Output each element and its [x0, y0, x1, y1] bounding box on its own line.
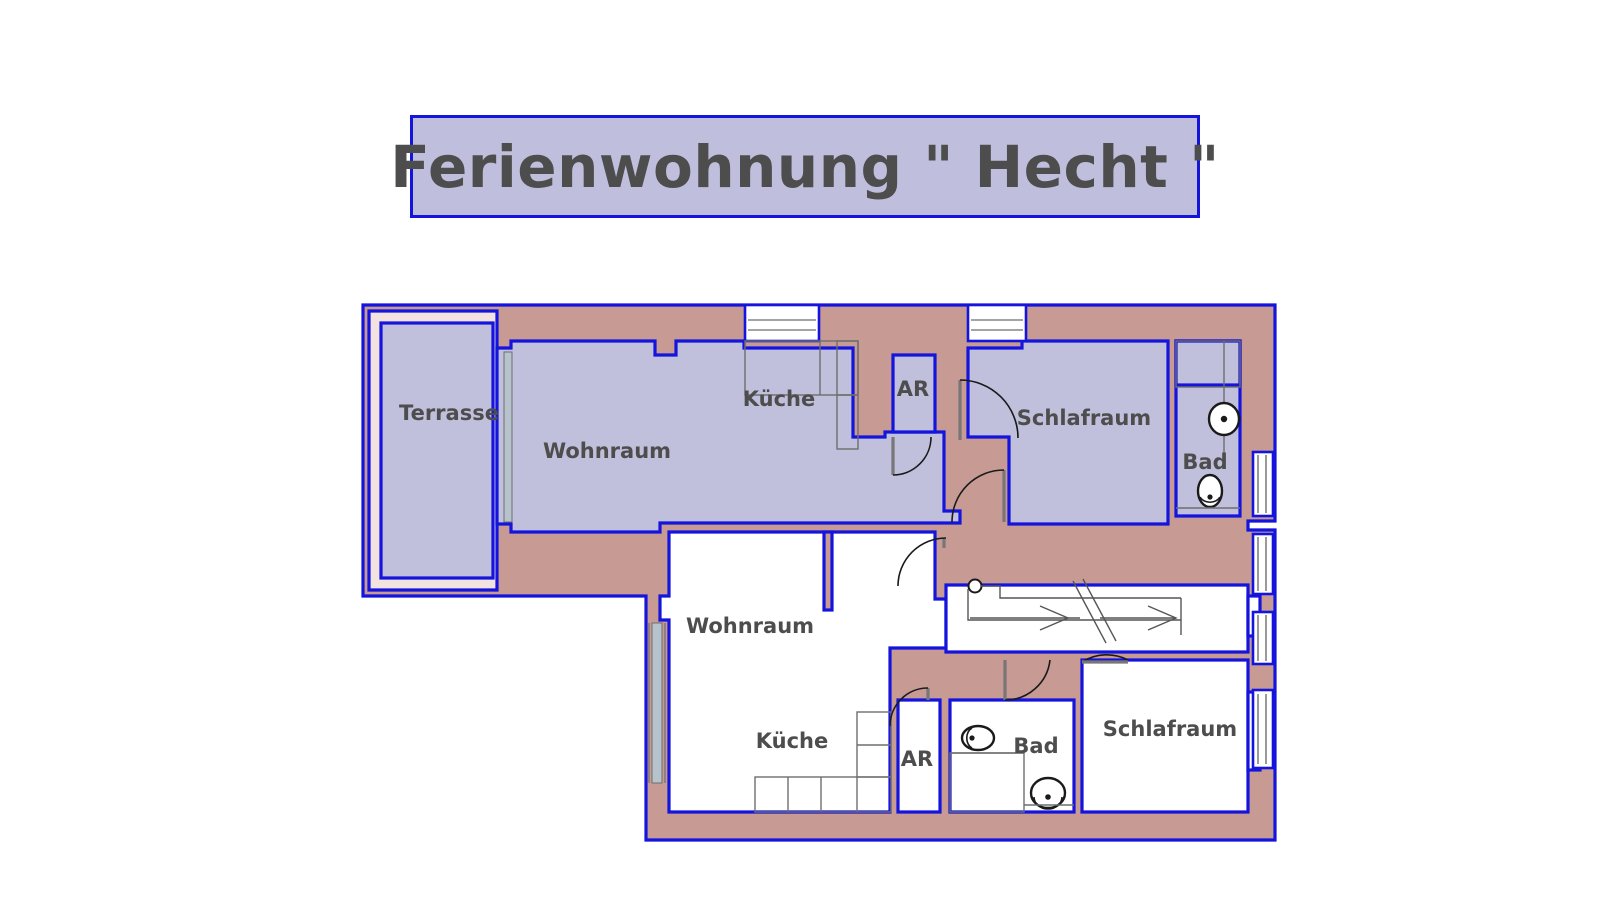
room-label-bad-lower: Bad [1013, 734, 1058, 758]
kitchen-counter-lower [754, 711, 892, 813]
room-label-terrasse-upper: Terrasse [399, 401, 499, 425]
room-label-kueche-upper: Küche [743, 387, 816, 411]
page-title: Ferienwohnung " Hecht " [390, 132, 1220, 201]
windows [503, 303, 1275, 784]
kitchen-counter-upper [744, 340, 859, 450]
room-label-ar-upper: AR [897, 377, 929, 401]
bath-fixtures-lower [949, 724, 1074, 813]
room-label-wohnraum-upper: Wohnraum [543, 439, 671, 463]
doors [889, 379, 1129, 727]
room-label-bad-upper: Bad [1182, 450, 1227, 474]
bath-fixtures-upper [1175, 340, 1241, 509]
room-label-kueche-lower: Küche [756, 729, 829, 753]
staircase-icon [967, 578, 1182, 644]
plan-title-box: Ferienwohnung " Hecht " [390, 115, 1219, 218]
sink-icon [1207, 401, 1241, 437]
room-label-ar-lower: AR [901, 747, 933, 771]
room-labels-lower: Wohnraum Küche AR Bad Schlafraum [686, 614, 1237, 771]
room-label-schlafraum-upper: Schlafraum [1017, 406, 1151, 430]
room-label-schlafraum-lower: Schlafraum [1103, 717, 1237, 741]
room-labels-upper: Terrasse Wohnraum Küche AR Schlafraum Ba… [399, 377, 1228, 474]
upper-unit-rooms [495, 339, 1242, 534]
toilet-icon [960, 724, 996, 752]
room-label-wohnraum-lower: Wohnraum [686, 614, 814, 638]
toilet-icon [1176, 473, 1240, 509]
sink-icon [1024, 776, 1074, 810]
